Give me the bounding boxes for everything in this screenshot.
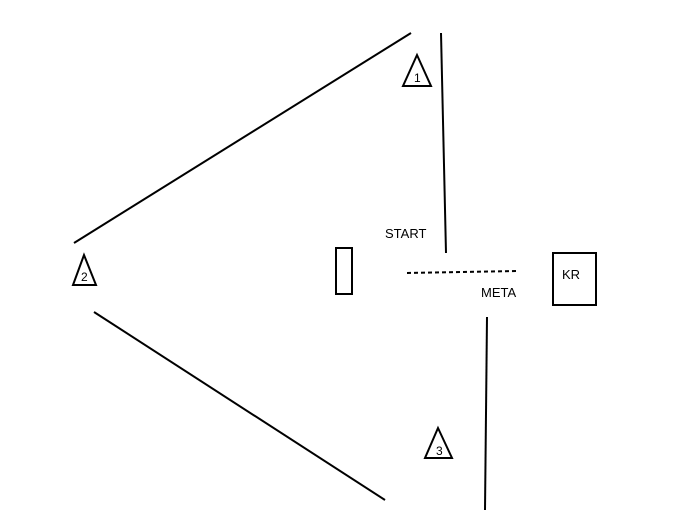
- marker-rectangle: [335, 247, 353, 295]
- marker-1: 1: [401, 52, 433, 87]
- triangle-icon: [401, 52, 433, 87]
- track-line-top-right: [440, 32, 447, 254]
- track-line-top-left: [73, 32, 412, 244]
- marker-1-number: 1: [414, 71, 421, 85]
- kr-box: [552, 252, 597, 306]
- track-line-bottom-left: [93, 311, 386, 501]
- marker-3: 3: [423, 425, 454, 459]
- meta-label: META: [481, 285, 516, 300]
- marker-2-number: 2: [81, 270, 88, 284]
- start-finish-line: [406, 270, 517, 274]
- start-label: START: [385, 226, 426, 241]
- marker-3-number: 3: [436, 444, 443, 458]
- marker-2: 2: [71, 252, 98, 286]
- track-line-bottom-right: [484, 316, 488, 511]
- kr-label: KR: [562, 267, 580, 282]
- triangle-icon: [423, 425, 454, 459]
- triangle-icon: [71, 252, 98, 286]
